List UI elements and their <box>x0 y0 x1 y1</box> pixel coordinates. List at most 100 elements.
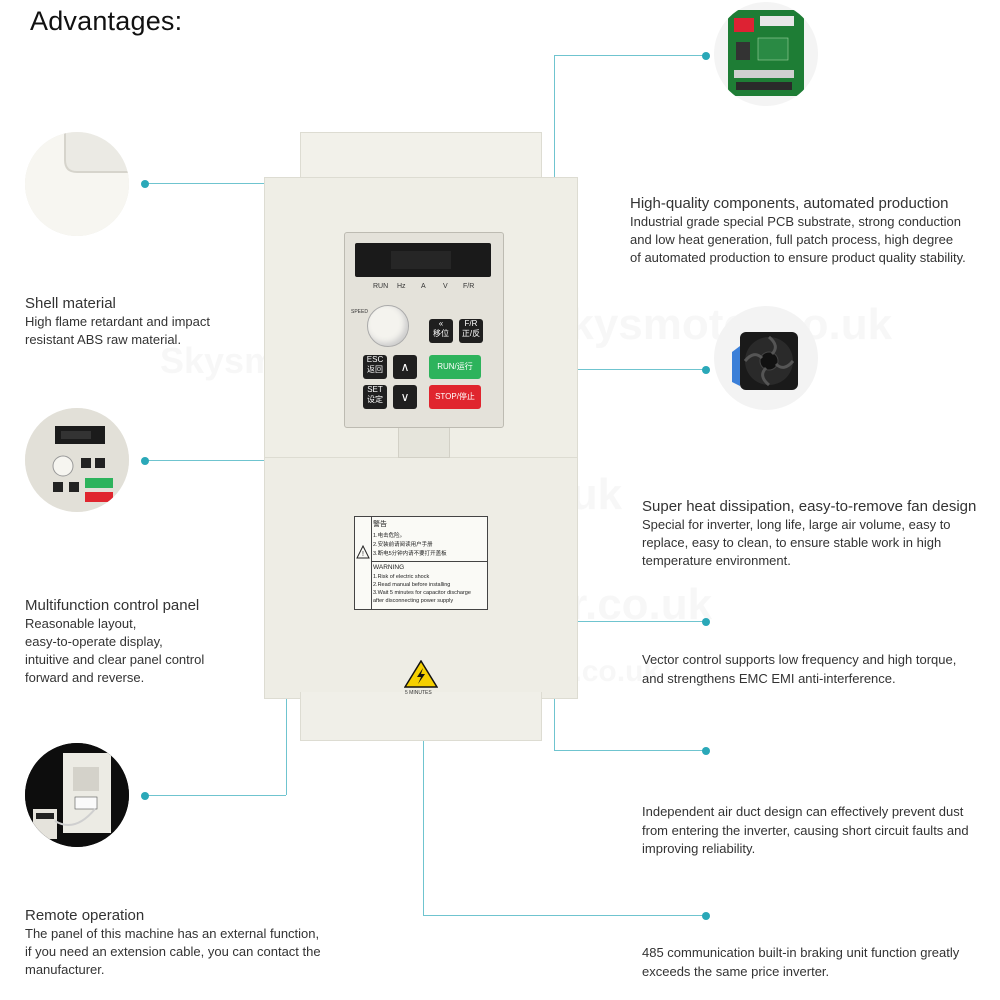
forward-reverse-button[interactable]: F/R 正/反 <box>459 319 483 343</box>
feature-desc: exceeds the same price inverter. <box>642 963 830 979</box>
control-panel-photo-icon <box>25 408 129 512</box>
feature-desc: intuitive and clear panel control <box>25 652 205 667</box>
speed-knob[interactable] <box>367 305 409 347</box>
key-label: 返回 <box>367 365 383 374</box>
feature-title: Super heat dissipation, easy-to-remove f… <box>642 498 977 515</box>
feature-desc: easy-to-operate display, <box>25 634 163 649</box>
feature-air-duct: Independent air duct design can effectiv… <box>642 803 997 859</box>
svg-text:!: ! <box>362 551 364 558</box>
stop-button[interactable]: STOP/停止 <box>429 385 481 409</box>
connector-line <box>145 460 286 461</box>
key-label: 移位 <box>433 329 449 338</box>
remote-operation-photo-icon <box>25 743 129 847</box>
warning-cn-title: 警告 <box>373 521 387 528</box>
connector-line <box>554 55 555 210</box>
connector-line <box>554 369 706 370</box>
key-label: « <box>438 319 444 328</box>
connector-dot <box>702 747 710 755</box>
feature-desc: if you need an extension cable, you can … <box>25 944 321 959</box>
keypad-panel: RUN Hz A V F/R SPEED « 移位 F/R 正/反 ESC 返回… <box>344 232 504 428</box>
warning-cn-line: 1.电击危险。 <box>373 533 406 539</box>
indicator-label: Hz <box>397 283 406 290</box>
feature-desc: Vector control supports low frequency an… <box>642 652 957 667</box>
feature-title: Remote operation <box>25 907 145 924</box>
feature-desc: resistant ABS raw material. <box>25 332 182 347</box>
key-label: 设定 <box>367 395 383 404</box>
connector-line <box>423 915 706 916</box>
warning-en-line: after disconnecting power supply <box>373 598 454 604</box>
page-title: Advantages: <box>30 6 183 36</box>
warning-en-line: 2.Read manual before installing <box>373 582 451 588</box>
feature-remote-operation: Remote operation The panel of this machi… <box>25 907 365 979</box>
high-voltage-hazard-icon <box>403 659 439 688</box>
key-label: ESC <box>366 355 384 364</box>
key-label: SET <box>367 385 383 394</box>
indicator-label: RUN <box>373 283 389 290</box>
connector-dot <box>141 457 149 465</box>
feature-desc: Special for inverter, long life, large a… <box>642 517 951 532</box>
feature-desc: of automated production to ensure produc… <box>630 250 966 265</box>
connector-dot <box>702 366 710 374</box>
connector-dot <box>141 180 149 188</box>
warning-en-title: WARNING <box>373 564 405 571</box>
indicator-label: A <box>421 283 426 290</box>
fan-photo-icon <box>714 306 818 410</box>
connector-line <box>145 795 286 796</box>
warning-cn-line: 3.断电5分钟内请不要打开盖板 <box>373 551 447 557</box>
feature-desc: temperature environment. <box>642 553 791 568</box>
feature-desc: and strengthens EMC EMI anti-interferenc… <box>642 670 896 686</box>
feature-desc: from entering the inverter, causing shor… <box>642 822 969 838</box>
feature-desc: The panel of this machine has an externa… <box>25 926 320 941</box>
speed-label: SPEED <box>351 309 368 315</box>
connector-line <box>554 55 706 56</box>
connector-dot <box>702 912 710 920</box>
warning-label: ! 警告 1.电击危险。 2.安装前请阅读用户手册 3.断电5分钟内请不要打开盖… <box>354 516 488 610</box>
connector-dot <box>702 618 710 626</box>
set-button[interactable]: SET 设定 <box>363 385 387 409</box>
warning-triangle-icon: ! <box>356 544 370 559</box>
connector-line <box>145 183 286 184</box>
key-label: F/R <box>464 319 478 328</box>
feature-desc: 485 communication built-in braking unit … <box>642 945 960 960</box>
up-button[interactable]: ∧ <box>393 355 417 379</box>
shift-button[interactable]: « 移位 <box>429 319 453 343</box>
feature-title: High-quality components, automated produ… <box>630 195 949 212</box>
indicator-label: F/R <box>463 283 475 290</box>
led-display <box>355 243 491 277</box>
feature-desc: High flame retardant and impact <box>25 314 210 329</box>
feature-desc: replace, easy to clean, to ensure stable… <box>642 535 942 550</box>
chassis-bottom <box>300 692 542 741</box>
feature-title: Multifunction control panel <box>25 597 200 614</box>
feature-desc: Reasonable layout, <box>25 616 137 631</box>
key-label: 正/反 <box>461 329 481 338</box>
esc-button[interactable]: ESC 返回 <box>363 355 387 379</box>
feature-heat-dissipation: Super heat dissipation, easy-to-remove f… <box>642 498 997 570</box>
connector-line <box>554 621 706 622</box>
connector-line <box>423 725 424 915</box>
panel-neck <box>398 426 450 458</box>
feature-control-panel: Multifunction control panel Reasonable l… <box>25 597 265 687</box>
feature-desc: and low heat generation, full patch proc… <box>630 232 954 247</box>
warning-cn-line: 2.安装前请阅读用户手册 <box>373 542 433 548</box>
run-button[interactable]: RUN/运行 <box>429 355 481 379</box>
indicator-label: V <box>443 283 448 290</box>
feature-desc: improving reliability. <box>642 841 756 856</box>
down-button[interactable]: ∨ <box>393 385 417 409</box>
feature-desc: manufacturer. <box>25 962 105 977</box>
warning-en-line: 1.Risk of electric shock <box>373 574 430 580</box>
warning-en-line: 3.Wait 5 minutes for capacitor discharge <box>373 590 471 596</box>
feature-vector-control: Vector control supports low frequency an… <box>642 651 997 688</box>
pcb-photo-icon <box>714 2 818 106</box>
feature-485-communication: 485 communication built-in braking unit … <box>642 944 997 981</box>
connector-line <box>554 683 555 751</box>
inverter-device: RUN Hz A V F/R SPEED « 移位 F/R 正/反 ESC 返回… <box>264 132 578 741</box>
feature-components: High-quality components, automated produ… <box>630 195 995 267</box>
feature-desc: Independent air duct design can effectiv… <box>642 804 964 819</box>
feature-desc: Industrial grade special PCB substrate, … <box>630 214 961 229</box>
connector-line <box>554 750 706 751</box>
connector-dot <box>141 792 149 800</box>
shell-corner-photo-icon <box>25 132 129 236</box>
feature-desc: forward and reverse. <box>25 670 145 685</box>
hazard-caption: 5 MINUTES <box>405 690 432 696</box>
feature-shell-material: Shell material High flame retardant and … <box>25 295 265 349</box>
